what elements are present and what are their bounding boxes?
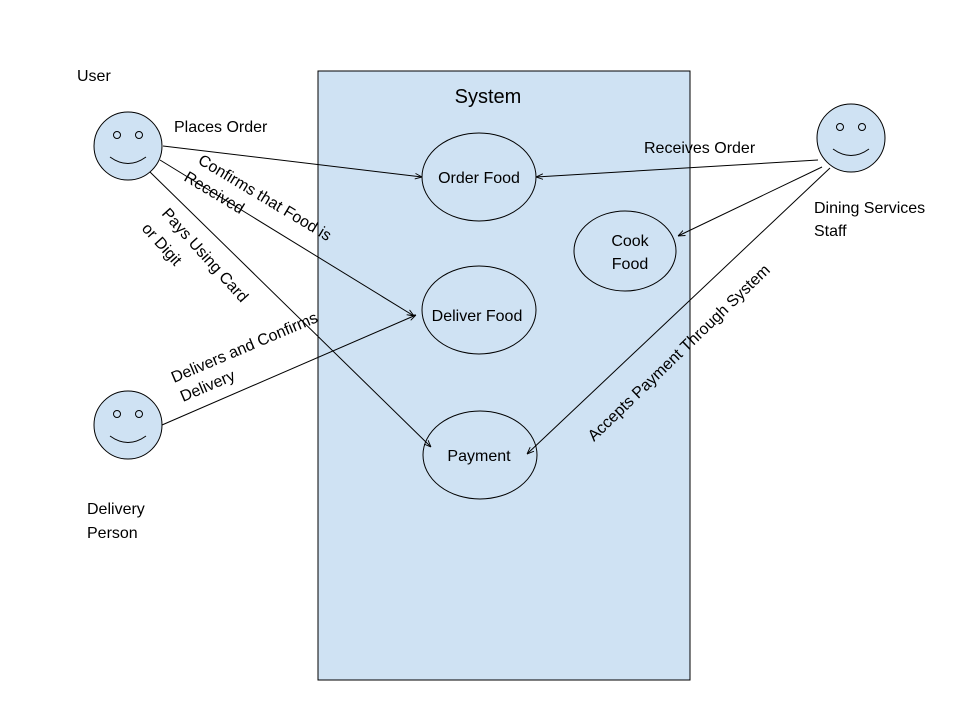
edge-pays-using-card	[149, 171, 431, 447]
edge-cook-food	[678, 166, 823, 236]
use-case-deliver-food-label: Deliver Food	[432, 308, 523, 325]
use-case-payment	[422, 410, 538, 500]
actor-dining-staff-label-2: Staff	[814, 223, 847, 240]
edge-label-receives-order: Receives Order	[644, 140, 756, 157]
use-case-cook-food-label: Cook	[611, 233, 649, 250]
actor-delivery-person-label: Delivery	[87, 501, 145, 518]
edge-confirms-received	[159, 159, 414, 316]
delivery-person-face-icon	[93, 390, 163, 460]
edge-receives-order	[536, 159, 819, 177]
user-face-icon	[93, 111, 163, 181]
actor-dining-staff-label: Dining Services	[814, 200, 925, 217]
edge-label-places-order: Places Order	[174, 119, 268, 136]
use-case-deliver-food	[421, 265, 537, 355]
system-title: System	[455, 86, 522, 108]
use-case-cook-food-label-2: Food	[612, 256, 648, 273]
actor-delivery-person-label-2: Person	[87, 525, 138, 542]
edge-delivers-confirms	[161, 315, 416, 426]
actor-user-label: User	[77, 68, 111, 85]
edge-label-delivers-confirms: Delivers and Confirms	[169, 310, 321, 387]
edge-places-order	[162, 145, 422, 177]
edge-accepts-payment	[527, 167, 831, 454]
actor-dining-staff	[816, 103, 886, 173]
dining-staff-face-icon	[816, 103, 886, 173]
use-case-order-food-label: Order Food	[438, 170, 520, 187]
actor-user	[93, 111, 163, 181]
actor-delivery-person	[93, 390, 163, 460]
use-case-cook-food	[573, 210, 677, 292]
use-case-payment-label: Payment	[447, 448, 511, 465]
